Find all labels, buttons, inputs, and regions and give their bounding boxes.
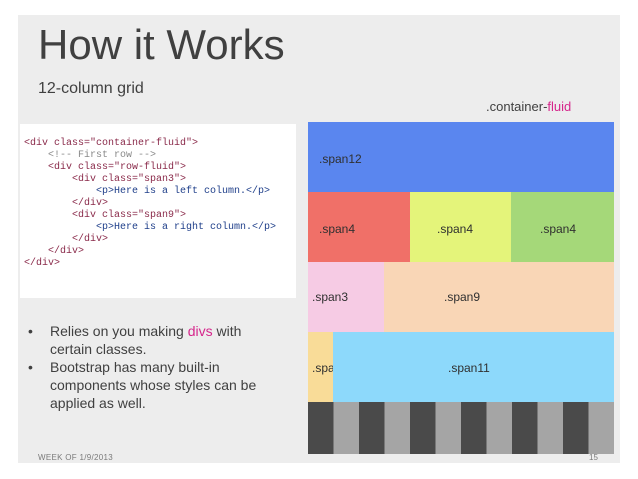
bullet-accent: divs [187,323,213,339]
span4-label: .span4 [319,222,356,236]
grid-cell-span12: .span12 [308,122,614,192]
code-line: </div> [24,258,61,269]
code-line: <div class="row-fluid"> [24,162,187,173]
code-line: <!-- First row --> [24,150,157,161]
container-label-accent: fluid [547,99,572,114]
slide-title: How it Works [38,21,285,68]
grid-cell-span4-a: .span4 [308,192,410,262]
bullet-item: • Bootstrap has many built-in components… [28,358,278,412]
span12-label: .span12 [319,152,362,166]
grid-cell-span4-c: .span4 [511,192,614,262]
code-line: <div class="span9"> [24,210,187,221]
grid-cell-span11: .span11 [333,332,614,402]
page-number: 15 [589,453,598,462]
grid-diagram: .span12 .span4 .span4 .span4 .span3 .spa… [308,122,614,454]
code-line: </div> [24,234,109,245]
code-line: </div> [24,198,109,209]
span4-label: .span4 [540,222,577,236]
grid-cell-span3: .span3 [308,262,384,332]
column-stripes [308,402,614,454]
bullet-text-end: with certain classes. [50,323,242,357]
bullet-dot: • [28,323,33,339]
span3-label: .span3 [312,290,349,304]
code-snippet: <div class="container-fluid"> <!-- First… [20,124,296,298]
slide-footer: WEEK OF 1/9/2013 [38,453,114,462]
bullet-text: Relies on you making [50,323,188,339]
code-line: <p>Here is a right column.</p> [24,222,277,233]
container-label-prefix: .container- [486,99,548,114]
bullet-dot: • [28,359,33,375]
grid-cell-span4-b: .span4 [410,192,511,262]
code-line: </div> [24,246,85,257]
span9-label: .span9 [444,290,481,304]
code-line: <p>Here is a left column.</p> [24,186,271,197]
code-line: <div class="container-fluid"> [24,138,199,149]
code-line: <div class="span3"> [24,174,187,185]
grid-cell-span9: .span9 [384,262,614,332]
span4-label: .span4 [437,222,474,236]
bullet-text: Bootstrap has many built-in components w… [50,359,257,411]
bullet-item: • Relies on you making divs with certain… [28,322,278,358]
container-fluid-label: .container-fluid [486,99,571,114]
slide-subtitle: 12-column grid [38,80,144,97]
grid-cell-span1: .span1 [308,332,348,402]
span11-label: .span11 [448,361,490,375]
bullet-list: • Relies on you making divs with certain… [28,322,278,412]
